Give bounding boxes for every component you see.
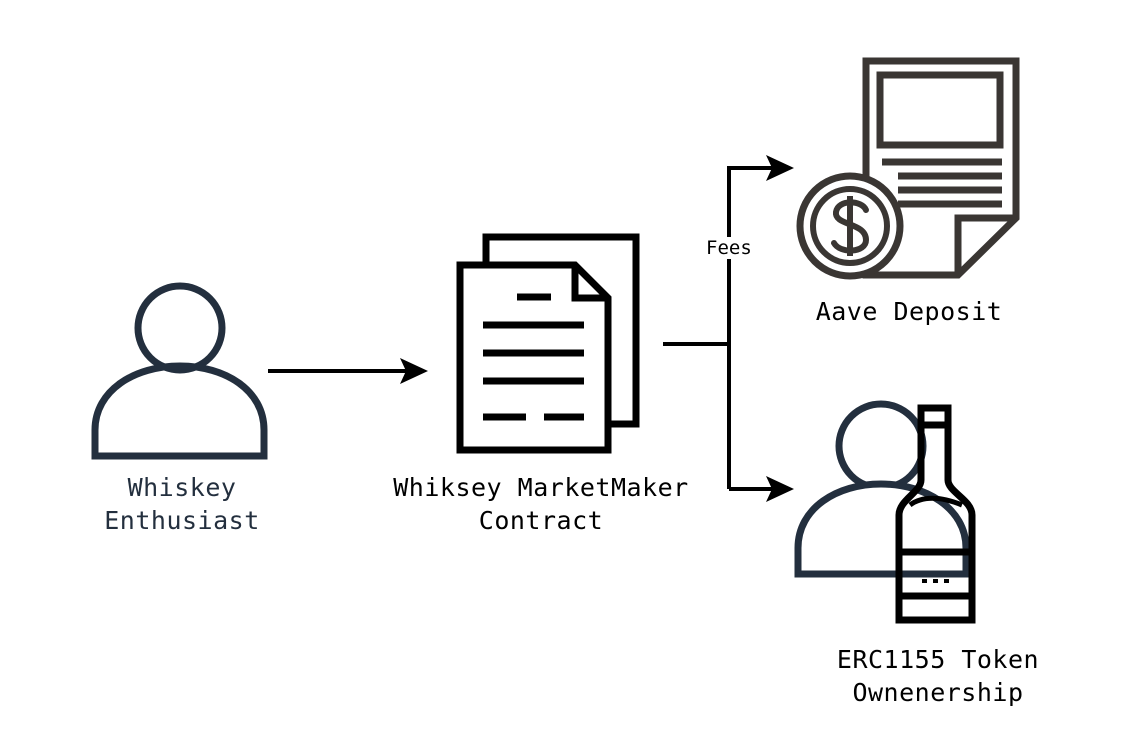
- contract-label-line2: Contract: [478, 506, 604, 535]
- fees-edge-label: Fees: [705, 237, 753, 259]
- enthusiast-person-icon: [91, 282, 268, 460]
- enthusiast-label-line2: Enthusiast: [104, 506, 260, 535]
- contract-document-icon: [456, 233, 640, 454]
- token-ownership-label-line1: ERC1155 Token: [836, 645, 1040, 674]
- token-ownership-label-line2: Ownenership: [852, 678, 1024, 707]
- aave-deposit-label: Aave Deposit: [800, 295, 1018, 328]
- whiskey-bottle-icon: [895, 404, 976, 624]
- branch-connector: [663, 166, 772, 491]
- enthusiast-label-line1: Whiskey: [127, 473, 237, 502]
- enthusiast-label: Whiskey Enthusiast: [82, 471, 282, 537]
- arrowhead-to-token: [766, 476, 794, 502]
- contract-label-line1: Whiksey MarketMaker: [393, 473, 689, 502]
- dollar-coin-icon: [796, 172, 904, 280]
- arrowhead-to-aave: [766, 155, 794, 181]
- arrow-enthusiast-to-contract: [268, 358, 428, 384]
- aave-deposit-label-text: Aave Deposit: [815, 297, 1003, 326]
- contract-label: Whiksey MarketMaker Contract: [380, 471, 702, 537]
- token-ownership-label: ERC1155 Token Ownenership: [818, 643, 1058, 709]
